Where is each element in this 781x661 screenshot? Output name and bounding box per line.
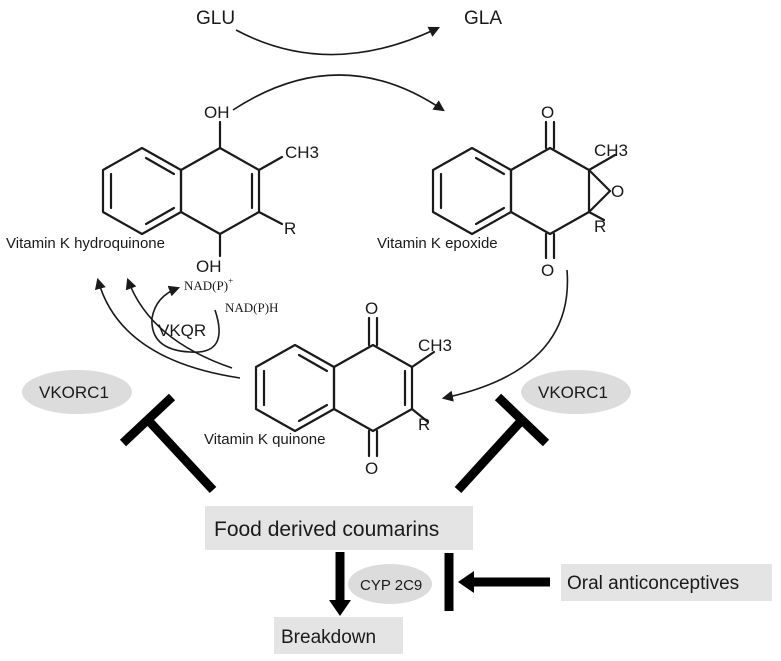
cyp2c9-label: CYP 2C9 [360,577,422,594]
nadp-plus-label: NAD(P)+ [184,276,233,293]
glu-gla-conversion: GLU GLA [196,8,502,56]
quinone-to-hydroquinone-arrow-outer [94,277,241,379]
epoxide-structure: O O O CH3 R Vitamin K epoxide [377,103,628,280]
hydroquinone-structure: OH OH CH3 R Vitamin K hydroquinone [6,103,319,276]
glu-to-gla-arrow [235,26,441,56]
left-inhibition-shaft [144,416,217,494]
breakdown-label: Breakdown [281,627,376,648]
vkorc1-right-ellipse [521,370,631,414]
vkorc1-left-label: VKORC1 [39,383,109,402]
epoxide-to-quinone-arrow [441,269,569,402]
epoxide-o-top: O [541,103,554,122]
quinone-o-bottom: O [365,459,378,478]
quinone-r: R [418,415,430,434]
left-inhibition-bar [119,393,176,447]
quinone-name: Vitamin K quinone [204,431,325,448]
epoxide-o-bottom: O [541,261,554,280]
hydroquinone-oh-top: OH [204,103,230,122]
left-inhibition [119,393,217,494]
epoxide-o-ring: O [611,182,624,201]
gla-label: GLA [464,8,502,29]
right-inhibition-shaft [454,416,526,494]
hydroquinone-name: Vitamin K hydroquinone [6,235,165,252]
quinone-structure: O O CH3 R Vitamin K quinone [204,299,452,478]
oral-contraceptive-head [458,571,474,593]
oral-contraceptives-box [561,564,772,601]
hydroquinone-to-epoxide-arrow [232,74,445,112]
cyp2c9-ellipse [348,564,432,604]
hydroquinone-ch3: CH3 [285,143,319,162]
food-coumarins-label: Food derived coumarins [214,518,439,541]
glu-label: GLU [196,8,235,29]
vkorc1-right-label: VKORC1 [538,383,608,402]
nadph-label: NAD(P)H [225,300,278,315]
vkqr-cycle: VKQR NAD(P)+ NAD(P)H [151,276,278,353]
vkorc1-left-ellipse [22,370,132,414]
quinone-ch3: CH3 [418,336,452,355]
right-inhibition [454,393,550,494]
hydroquinone-r: R [284,219,296,238]
quinone-to-hydroquinone-arrow-inner [125,277,233,369]
food-coumarins-box [205,506,473,550]
oral-contraceptives-label: Oral anticonceptives [567,573,739,594]
epoxide-r: R [594,217,606,236]
epoxide-name: Vitamin K epoxide [377,235,498,252]
vkqr-loop-arrow [151,285,220,353]
right-inhibition-bar [494,393,550,447]
vkqr-label: VKQR [158,321,206,340]
quinone-o-top: O [365,299,378,318]
breakdown-arrow-head [329,600,351,616]
breakdown-box [274,617,403,654]
hydroquinone-oh-bottom: OH [196,257,222,276]
epoxide-ch3: CH3 [594,141,628,160]
